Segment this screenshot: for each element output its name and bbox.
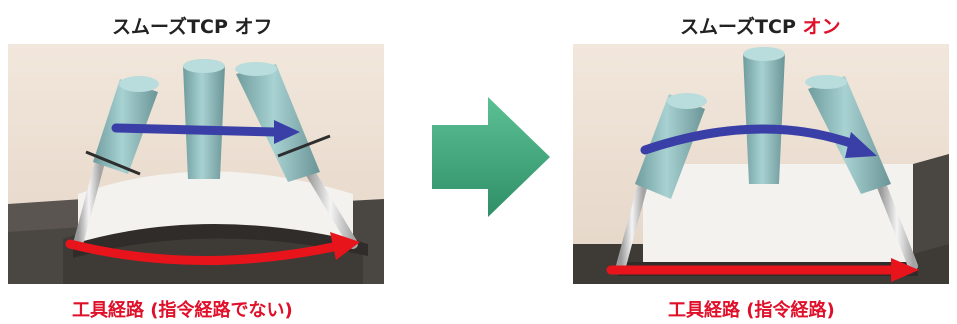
title-prefix: スムーズTCP	[680, 16, 803, 38]
tool-path-arrow	[606, 258, 919, 282]
tool-path-arrow	[65, 232, 360, 266]
command-path-arrow	[111, 120, 300, 144]
illustration-smooth-tcp-off	[8, 44, 384, 284]
title-on-accent: オン	[802, 16, 841, 38]
transition-arrow-icon	[432, 97, 550, 217]
tool-center	[183, 59, 225, 259]
illustration-smooth-tcp-on	[573, 44, 949, 284]
caption-tool-path-not-command: 工具経路 (指令経路でない)	[72, 300, 293, 321]
tool-center	[743, 47, 785, 271]
caption-tool-path-command: 工具経路 (指令経路)	[668, 300, 835, 321]
tool-right	[805, 75, 918, 271]
title-smooth-tcp-on: スムーズTCP オン	[680, 12, 841, 39]
title-smooth-tcp-off: スムーズTCP オフ	[112, 16, 273, 38]
workpiece	[8, 171, 384, 284]
command-path-arrow	[640, 124, 877, 158]
